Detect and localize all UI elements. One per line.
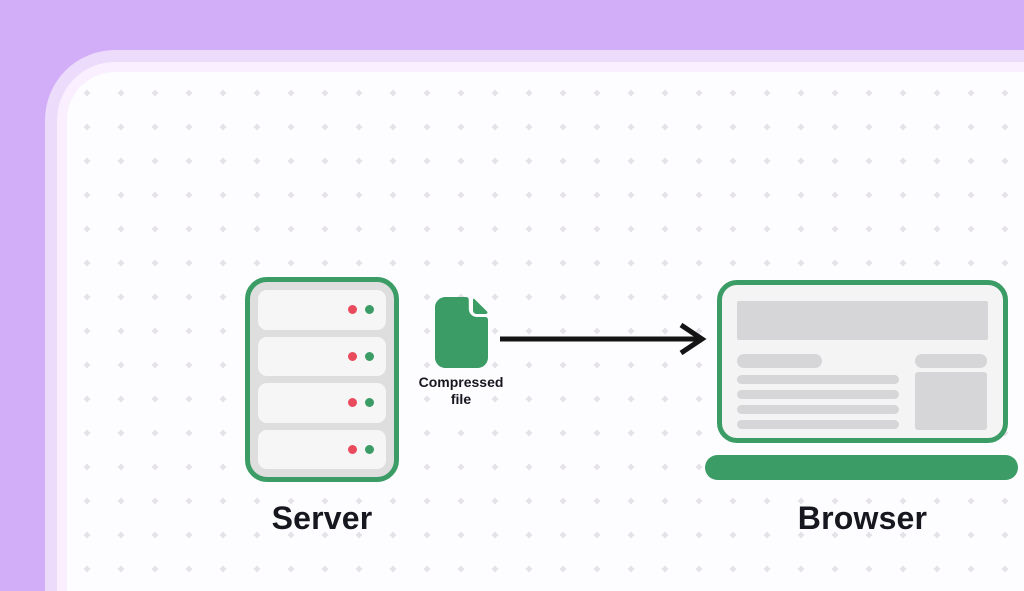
server-rack-row <box>258 429 386 469</box>
server-label: Server <box>271 500 373 536</box>
green-indicator-icon <box>365 351 374 361</box>
red-indicator-icon <box>348 398 357 408</box>
browser-text-line-placeholder <box>737 390 899 399</box>
server-rack-row <box>258 290 386 330</box>
browser-text-line-placeholder <box>737 375 899 384</box>
green-indicator-icon <box>365 398 374 408</box>
browser-pill-placeholder <box>737 354 822 368</box>
red-indicator-icon <box>348 305 357 315</box>
browser-text-line-placeholder <box>737 420 899 429</box>
browser-icon <box>717 280 1008 443</box>
server-icon <box>245 277 399 482</box>
arrow-right-icon <box>500 322 707 356</box>
browser-header-placeholder <box>737 301 988 340</box>
compressed-file-label: Compressed file <box>418 374 504 407</box>
server-rack-row <box>258 336 386 376</box>
browser-label: Browser <box>797 500 928 536</box>
red-indicator-icon <box>348 351 357 361</box>
browser-text-line-placeholder <box>737 405 899 414</box>
browser-pill-placeholder <box>915 354 987 368</box>
red-indicator-icon <box>348 444 357 454</box>
compressed-file-icon <box>435 297 488 368</box>
browser-image-placeholder <box>915 372 987 430</box>
green-indicator-icon <box>365 305 374 315</box>
laptop-base <box>705 455 1018 480</box>
dotted-canvas: Server Compressed file Browser <box>67 72 1024 591</box>
server-rack-row <box>258 383 386 423</box>
green-indicator-icon <box>365 444 374 454</box>
